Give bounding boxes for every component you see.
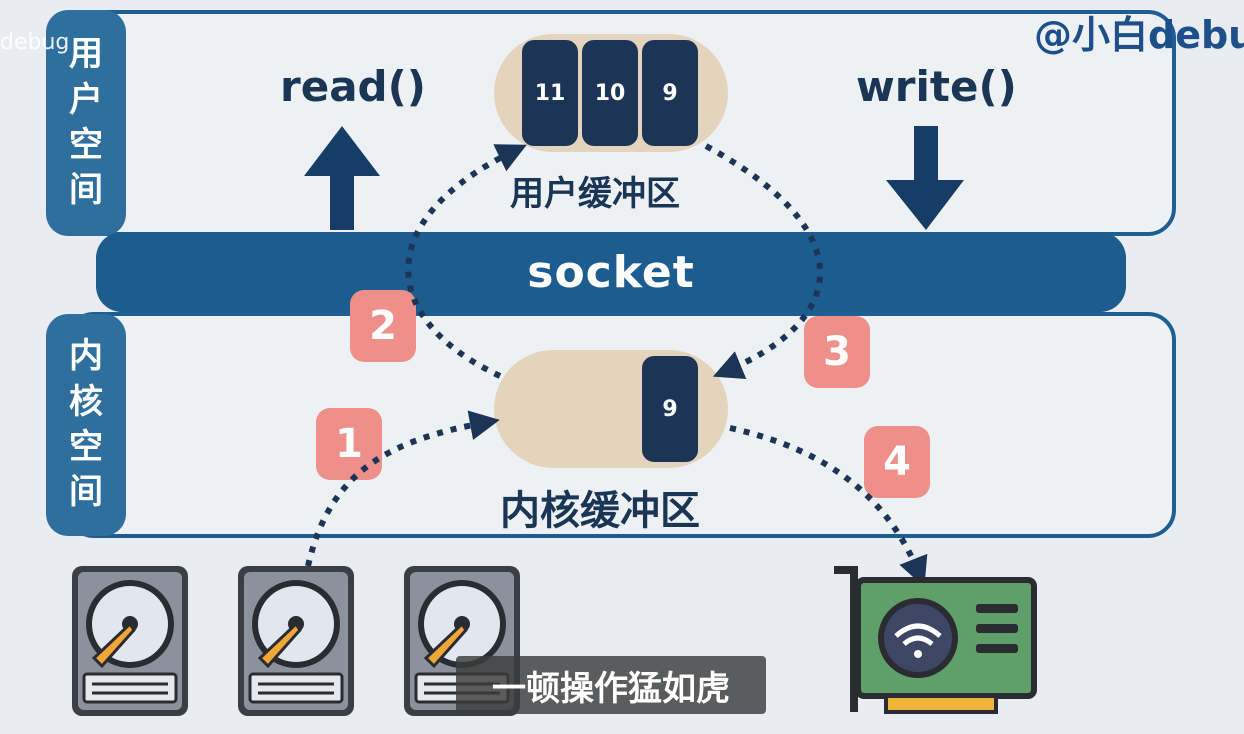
watermark: @小白debu bbox=[1034, 13, 1244, 57]
kernel-space-char: 间 bbox=[69, 472, 103, 513]
read-label: read() bbox=[280, 62, 426, 111]
user-space-char: 用 bbox=[69, 34, 103, 75]
step-badge-3: 3 bbox=[804, 316, 870, 388]
user-space-char: 空 bbox=[69, 125, 103, 165]
user-buffer-cell: 9 bbox=[642, 40, 698, 146]
write-label: write() bbox=[856, 62, 1017, 111]
user-buffer-cell: 10 bbox=[582, 40, 638, 146]
subtitle-caption: 一顿操作猛如虎 bbox=[456, 656, 766, 714]
flow-path-2 bbox=[405, 144, 527, 379]
step-badge-2: 2 bbox=[350, 290, 416, 362]
read-up-arrow-icon bbox=[304, 126, 380, 230]
kernel-space-char: 内 bbox=[69, 336, 103, 377]
hard-disk-icon bbox=[72, 566, 188, 716]
kernel-space-tab: 内 核 空 间 bbox=[46, 314, 126, 536]
hard-disk-icon bbox=[238, 566, 354, 716]
socket-bar: socket bbox=[96, 232, 1126, 312]
step-badge-4: 4 bbox=[864, 426, 930, 498]
flow-path-4 bbox=[729, 425, 928, 588]
kernel-buffer-cell: 9 bbox=[642, 356, 698, 462]
kernel-space-char: 空 bbox=[69, 427, 103, 467]
step-badge-1: 1 bbox=[316, 408, 382, 480]
user-buffer-cell: 11 bbox=[522, 40, 578, 146]
kernel-space-char: 核 bbox=[69, 381, 103, 422]
user-space-char: 间 bbox=[69, 170, 103, 211]
user-space-tab: 用 户 空 间 bbox=[46, 10, 126, 236]
flow-path-1 bbox=[305, 410, 500, 567]
watermark-left: debug bbox=[0, 30, 70, 55]
user-buffer-label: 用户缓冲区 bbox=[510, 174, 680, 214]
socket-label: socket bbox=[527, 246, 695, 298]
kernel-buffer-label: 内核缓冲区 bbox=[500, 488, 700, 534]
write-down-arrow-icon bbox=[886, 126, 964, 230]
flow-path-3 bbox=[704, 143, 823, 379]
user-space-char: 户 bbox=[69, 79, 103, 120]
network-card-icon bbox=[834, 566, 1037, 714]
